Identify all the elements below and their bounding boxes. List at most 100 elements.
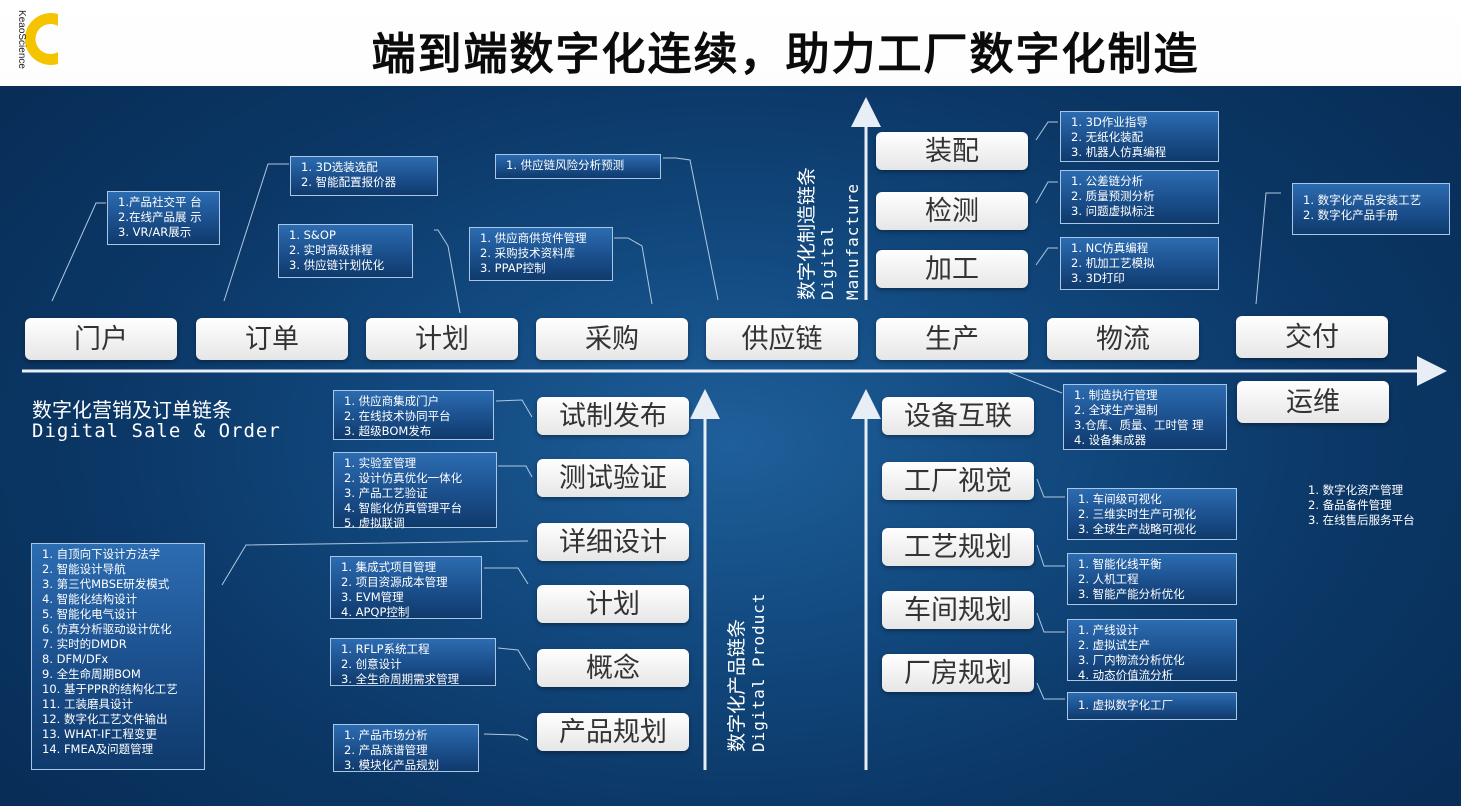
list-item: 1. 车间级可视化	[1078, 492, 1162, 506]
node-factory-vision[interactable]: 工厂视觉	[882, 462, 1034, 500]
node-order[interactable]: 订单	[196, 318, 348, 360]
list-item: 2. 智能设计导航	[42, 562, 126, 576]
node-product-planning[interactable]: 产品规划	[537, 713, 689, 751]
list-item: 1. 实验室管理	[344, 456, 417, 470]
node-inspection[interactable]: 检测	[876, 192, 1028, 230]
list-item: 2. 智能配置报价器	[301, 175, 397, 189]
list-item: 9. 全生命周期BOM	[42, 667, 141, 681]
list-item: 2. 创意设计	[341, 657, 402, 671]
list-item: 3. PPAP控制	[480, 261, 546, 275]
list-item: 3. 第三代MBSE研发模式	[42, 577, 170, 591]
node-delivery[interactable]: 交付	[1236, 316, 1388, 358]
node-building-planning[interactable]: 厂房规划	[882, 654, 1034, 692]
node-workshop-planning[interactable]: 车间规划	[882, 591, 1034, 629]
list-item: 1. 智能化线平衡	[1078, 557, 1162, 571]
list-item: 8. DFM/DFx	[42, 652, 109, 666]
node-purchase[interactable]: 采购	[536, 318, 688, 360]
list-item: 4. 智能化仿真管理平台	[344, 501, 463, 515]
item-list: 1. 供应链风险分析预测	[506, 158, 654, 173]
list-item: 13. WHAT-IF工程变更	[42, 727, 158, 741]
list-item: 4. 动态价值流分析	[1078, 668, 1174, 682]
list-item: 2. 数字化产品手册	[1303, 208, 1399, 222]
list-item: 3. 机器人仿真编程	[1071, 145, 1167, 159]
building-planning-box: 1. 虚拟数字化工厂	[1067, 692, 1237, 720]
list-item: 4. APQP控制	[341, 605, 410, 619]
list-item: 1. S&OP	[289, 228, 336, 242]
list-item: 12. 数字化工艺文件输出	[42, 712, 168, 726]
list-item: 1. 公差链分析	[1071, 174, 1144, 188]
node-portal[interactable]: 门户	[25, 318, 177, 360]
manufacture-chain-label: 数字化制造链条	[796, 166, 818, 300]
node-assembly[interactable]: 装配	[876, 132, 1028, 170]
node-logistics[interactable]: 物流	[1047, 318, 1199, 360]
list-item: 1. 产线设计	[1078, 623, 1139, 637]
logo: KeaoScience	[6, 6, 66, 72]
page-title: 端到端数字化连续，助力工厂数字化制造	[371, 29, 1200, 80]
list-item: 5. 智能化电气设计	[42, 607, 138, 621]
list-item: 2. 在线技术协同平台	[344, 409, 451, 423]
node-concept[interactable]: 概念	[537, 649, 689, 687]
node-operations[interactable]: 运维	[1237, 381, 1389, 423]
list-item: 1. 数字化资产管理	[1308, 483, 1404, 497]
node-machining[interactable]: 加工	[876, 250, 1028, 288]
list-item: 3. EVM管理	[341, 590, 404, 604]
supply-chain-box: 1. 供应链风险分析预测	[495, 154, 661, 179]
node-detail-design[interactable]: 详细设计	[537, 523, 689, 561]
list-item: 1. 供应商集成门户	[344, 394, 440, 408]
node-process-planning[interactable]: 工艺规划	[882, 528, 1034, 566]
node-trial-release[interactable]: 试制发布	[537, 397, 689, 435]
list-item: 1.产品社交平 台	[118, 195, 202, 209]
list-item: 4. 智能化结构设计	[42, 592, 138, 606]
list-item: 2. 无纸化装配	[1071, 130, 1144, 144]
node-test-verify[interactable]: 测试验证	[537, 459, 689, 497]
node-equipment-iot[interactable]: 设备互联	[882, 397, 1034, 435]
node-supply-chain[interactable]: 供应链	[706, 318, 858, 360]
list-item: 3. VR/AR展示	[118, 225, 192, 239]
node-plan[interactable]: 计划	[366, 318, 518, 360]
list-item: 2. 项目资源成本管理	[341, 575, 448, 589]
list-item: 5. 虚拟联调	[344, 516, 405, 530]
list-item: 2. 实时高级排程	[289, 243, 373, 257]
list-item: 1. 产品市场分析	[344, 728, 428, 742]
list-item: 1. 集成式项目管理	[341, 560, 437, 574]
list-item: 3. 超级BOM发布	[344, 424, 432, 438]
list-item: 3. 问题虚拟标注	[1071, 204, 1155, 218]
node-production[interactable]: 生产	[876, 318, 1028, 360]
list-item: 1. 自顶向下设计方法学	[42, 547, 161, 561]
list-item: 2. 全球生产遏制	[1074, 403, 1158, 417]
sale-chain-label: 数字化营销及订单链条	[32, 398, 232, 422]
title-bar: KeaoScience 端到端数字化连续，助力工厂数字化制造	[0, 0, 1461, 86]
product-chain-label: 数字化产品链条	[726, 618, 748, 752]
manufacture-chain-label-en2: Manufacture	[843, 183, 862, 300]
node-product-plan-stage[interactable]: 计划	[537, 585, 689, 623]
list-item: 2. 机加工艺模拟	[1071, 256, 1155, 270]
list-item: 2. 虚拟试生产	[1078, 638, 1151, 652]
list-item: 3.仓库、质量、工时管 理	[1074, 418, 1204, 432]
list-item: 1. 3D作业指导	[1071, 115, 1148, 129]
